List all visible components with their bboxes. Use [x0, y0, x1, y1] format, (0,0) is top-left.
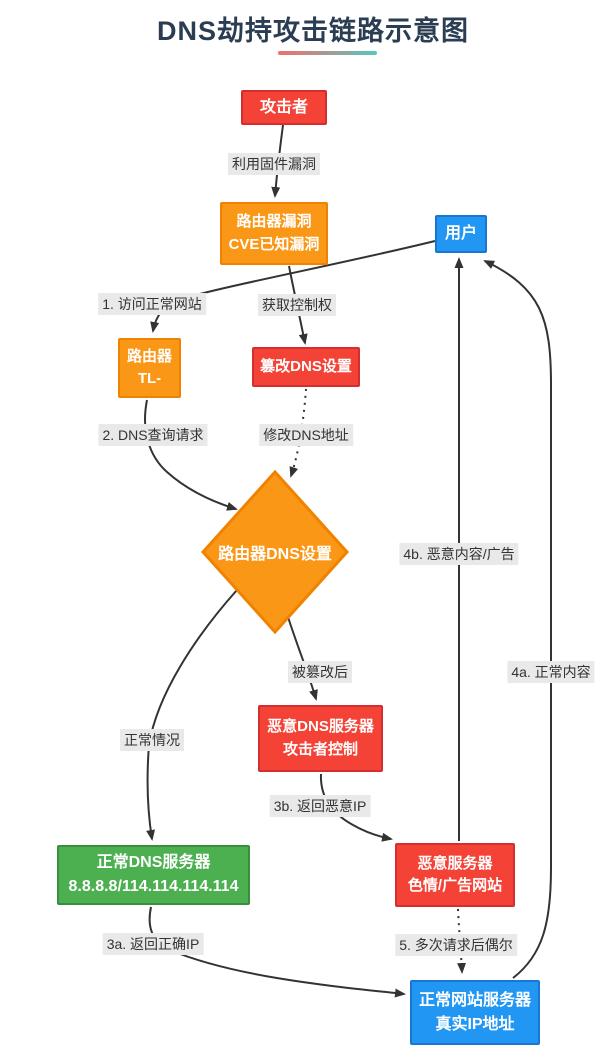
node-malicious-server-line1: 恶意服务器 [417, 854, 493, 872]
edge-diamond-normaldns [146, 589, 238, 841]
edge-label-modify-dns: 修改DNS地址 [259, 424, 353, 446]
node-attacker: 攻击者 [241, 90, 327, 125]
node-router-dns-diamond-shape [200, 469, 350, 635]
node-router-vuln: 路由器漏洞 CVE已知漏洞 [220, 202, 328, 265]
node-normal-dns-line2: 8.8.8.8/114.114.114.114 [68, 878, 239, 895]
edge-label-return-malicious-ip: 3b. 返回恶意IP [269, 795, 371, 817]
node-router-vuln-line1: 路由器漏洞 [236, 213, 312, 230]
node-malicious-dns: 恶意DNS服务器 攻击者控制 [258, 705, 383, 772]
edge-router-diamond [144, 399, 238, 511]
node-tamper-dns: 篡改DNS设置 [252, 347, 360, 387]
edge-normalweb-user [483, 260, 552, 979]
edge-normaldns-normalweb [148, 906, 406, 998]
node-normal-web-line2: 真实IP地址 [435, 1015, 515, 1033]
edge-label-normal-case: 正常情况 [120, 729, 184, 751]
node-tamper-dns-label: 篡改DNS设置 [260, 357, 352, 375]
edge-maliciousdns-maliciousserver [319, 773, 393, 842]
edge-label-return-correct-ip: 3a. 返回正确IP [102, 933, 204, 955]
edge-label-visit-normal: 1. 访问正常网站 [98, 293, 206, 315]
edge-diamond-maliciousdns [287, 616, 318, 701]
node-normal-web-line1: 正常网站服务器 [418, 991, 531, 1009]
edge-maliciousserver-normalweb-dotted [457, 908, 467, 974]
title-underline [278, 51, 377, 55]
node-attacker-label: 攻击者 [259, 98, 308, 116]
edge-label-normal-content: 4a. 正常内容 [507, 661, 595, 683]
node-router-line2: TL- [137, 370, 162, 387]
node-malicious-dns-line1: 恶意DNS服务器 [267, 718, 374, 735]
edge-label-multi-request: 5. 多次请求后偶尔 [395, 934, 517, 956]
node-user-label: 用户 [444, 225, 477, 242]
node-router-vuln-line2: CVE已知漏洞 [228, 235, 320, 253]
node-malicious-dns-line2: 攻击者控制 [282, 740, 358, 758]
node-normal-web: 正常网站服务器 真实IP地址 [410, 980, 540, 1045]
edge-label-gain-control: 获取控制权 [258, 294, 336, 316]
edge-label-exploit-firmware: 利用固件漏洞 [228, 153, 320, 175]
edge-label-after-tamper: 被篡改后 [288, 661, 352, 683]
node-normal-dns: 正常DNS服务器 8.8.8.8/114.114.114.114 [57, 845, 250, 905]
node-normal-dns-line1: 正常DNS服务器 [96, 854, 211, 871]
node-user: 用户 [435, 215, 487, 253]
node-router-line1: 路由器 [126, 347, 172, 365]
edge-label-malicious-content: 4b. 恶意内容/广告 [399, 543, 519, 565]
node-malicious-server: 恶意服务器 色情/广告网站 [395, 843, 515, 907]
node-malicious-server-line2: 色情/广告网站 [407, 877, 503, 894]
node-router-dns-setting-label: 路由器DNS设置 [218, 546, 332, 563]
page-title: DNS劫持攻击链路示意图 [156, 16, 470, 46]
edge-label-dns-query: 2. DNS查询请求 [98, 424, 208, 446]
node-router: 路由器 TL- [118, 338, 181, 398]
